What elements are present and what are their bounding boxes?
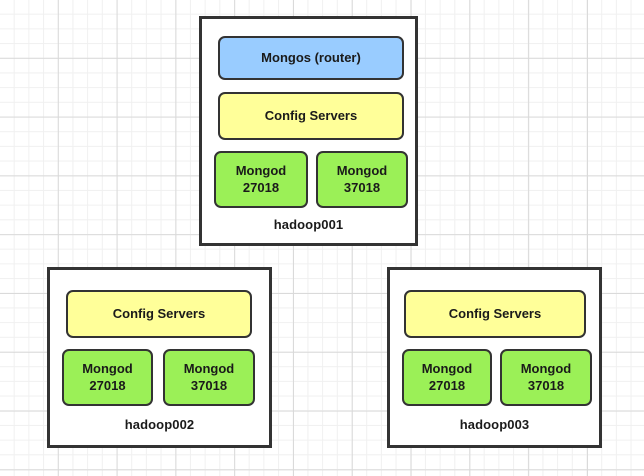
node-mongod-37018-hadoop001[interactable]: Mongod 37018	[316, 151, 408, 208]
node-config-servers-hadoop003[interactable]: Config Servers	[404, 290, 586, 338]
node-config-servers-hadoop001[interactable]: Config Servers	[218, 92, 404, 140]
host-box-hadoop002[interactable]: Config Servers Mongod 27018 Mongod 37018…	[47, 267, 272, 448]
host-label-hadoop003: hadoop003	[459, 417, 530, 432]
node-config-servers-hadoop002[interactable]: Config Servers	[66, 290, 252, 338]
node-mongos-router-hadoop001[interactable]: Mongos (router)	[218, 36, 404, 80]
host-box-hadoop001[interactable]: Mongos (router) Config Servers Mongod 27…	[199, 16, 418, 246]
node-mongod-27018-hadoop001[interactable]: Mongod 27018	[214, 151, 308, 208]
node-mongod-37018-hadoop002[interactable]: Mongod 37018	[163, 349, 255, 406]
node-mongod-27018-hadoop002[interactable]: Mongod 27018	[62, 349, 153, 406]
host-label-hadoop002: hadoop002	[124, 417, 195, 432]
host-box-hadoop003[interactable]: Config Servers Mongod 27018 Mongod 37018…	[387, 267, 602, 448]
node-mongod-37018-hadoop003[interactable]: Mongod 37018	[500, 349, 592, 406]
host-label-hadoop001: hadoop001	[273, 217, 344, 232]
node-mongod-27018-hadoop003[interactable]: Mongod 27018	[402, 349, 492, 406]
